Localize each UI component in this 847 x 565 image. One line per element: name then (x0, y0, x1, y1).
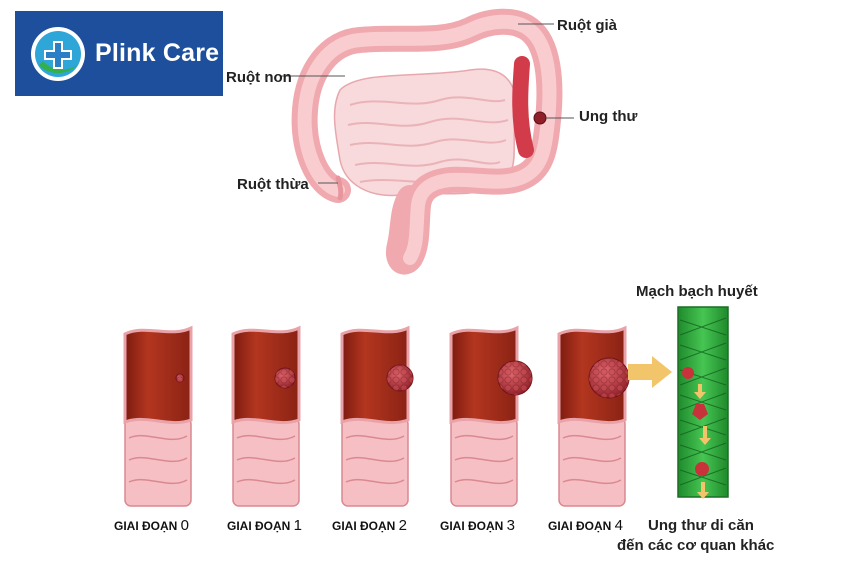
metastasis-line1: Ung thư di căn (648, 517, 754, 534)
label-large-intestine: Ruột già (557, 17, 618, 34)
stage-label-3: GIAI ĐOẠN 3 (440, 517, 515, 534)
stage-number: 0 (181, 517, 189, 534)
appendix (335, 175, 344, 201)
stages: GIAI ĐOẠN 0 GIAI ĐOẠN 1 GIAI ĐOẠN 2 GIAI ĐO… (114, 325, 630, 534)
stage-label-2: GIAI ĐOẠN 2 (332, 517, 407, 534)
brand-name: Plink Care (95, 39, 220, 67)
stage-3: GIAI ĐOẠN 3 (440, 325, 533, 534)
stage-number: 3 (507, 517, 515, 534)
spread-arrow (628, 356, 672, 388)
metastasis-arrows (694, 384, 711, 499)
brand-logo: Plink Care (15, 11, 223, 96)
label-leaders (280, 23, 574, 184)
label-cancer: Ung thư (579, 108, 637, 125)
stage-2: GIAI ĐOẠN 2 (332, 325, 414, 534)
colon-wall (450, 417, 518, 507)
stage-number: 1 (294, 517, 302, 534)
stage-number: 4 (615, 517, 623, 534)
stage-0: GIAI ĐOẠN 0 (114, 325, 193, 534)
colon-wall (124, 417, 192, 507)
lymph-title: Mạch bạch huyết (636, 283, 758, 300)
tumor (533, 111, 547, 125)
stage-4: GIAI ĐOẠN 4 (548, 325, 630, 534)
plink-care-logo-icon (31, 27, 85, 81)
metastasis-line2: đến các cơ quan khác (617, 537, 774, 554)
stage-label-4: GIAI ĐOẠN 4 (548, 517, 623, 534)
colon-lumen (123, 325, 193, 425)
intestine-illustration (291, 8, 563, 275)
stage-label-0: GIAI ĐOẠN 0 (114, 517, 189, 534)
colon-wall (341, 417, 409, 507)
colon-lumen (340, 325, 410, 425)
colon-wall (558, 417, 626, 507)
colon-wall (232, 417, 300, 507)
label-appendix: Ruột thừa (237, 176, 309, 193)
tumor-region (512, 56, 534, 158)
stage-number: 2 (399, 517, 407, 534)
colon-lumen (231, 325, 301, 425)
stage-label-1: GIAI ĐOẠN 1 (227, 517, 302, 534)
colon-lumen (449, 325, 519, 425)
lymph-vessel (677, 306, 729, 499)
label-small-intestine: Ruột non (226, 69, 292, 86)
stage-1: GIAI ĐOẠN 1 (227, 325, 302, 534)
